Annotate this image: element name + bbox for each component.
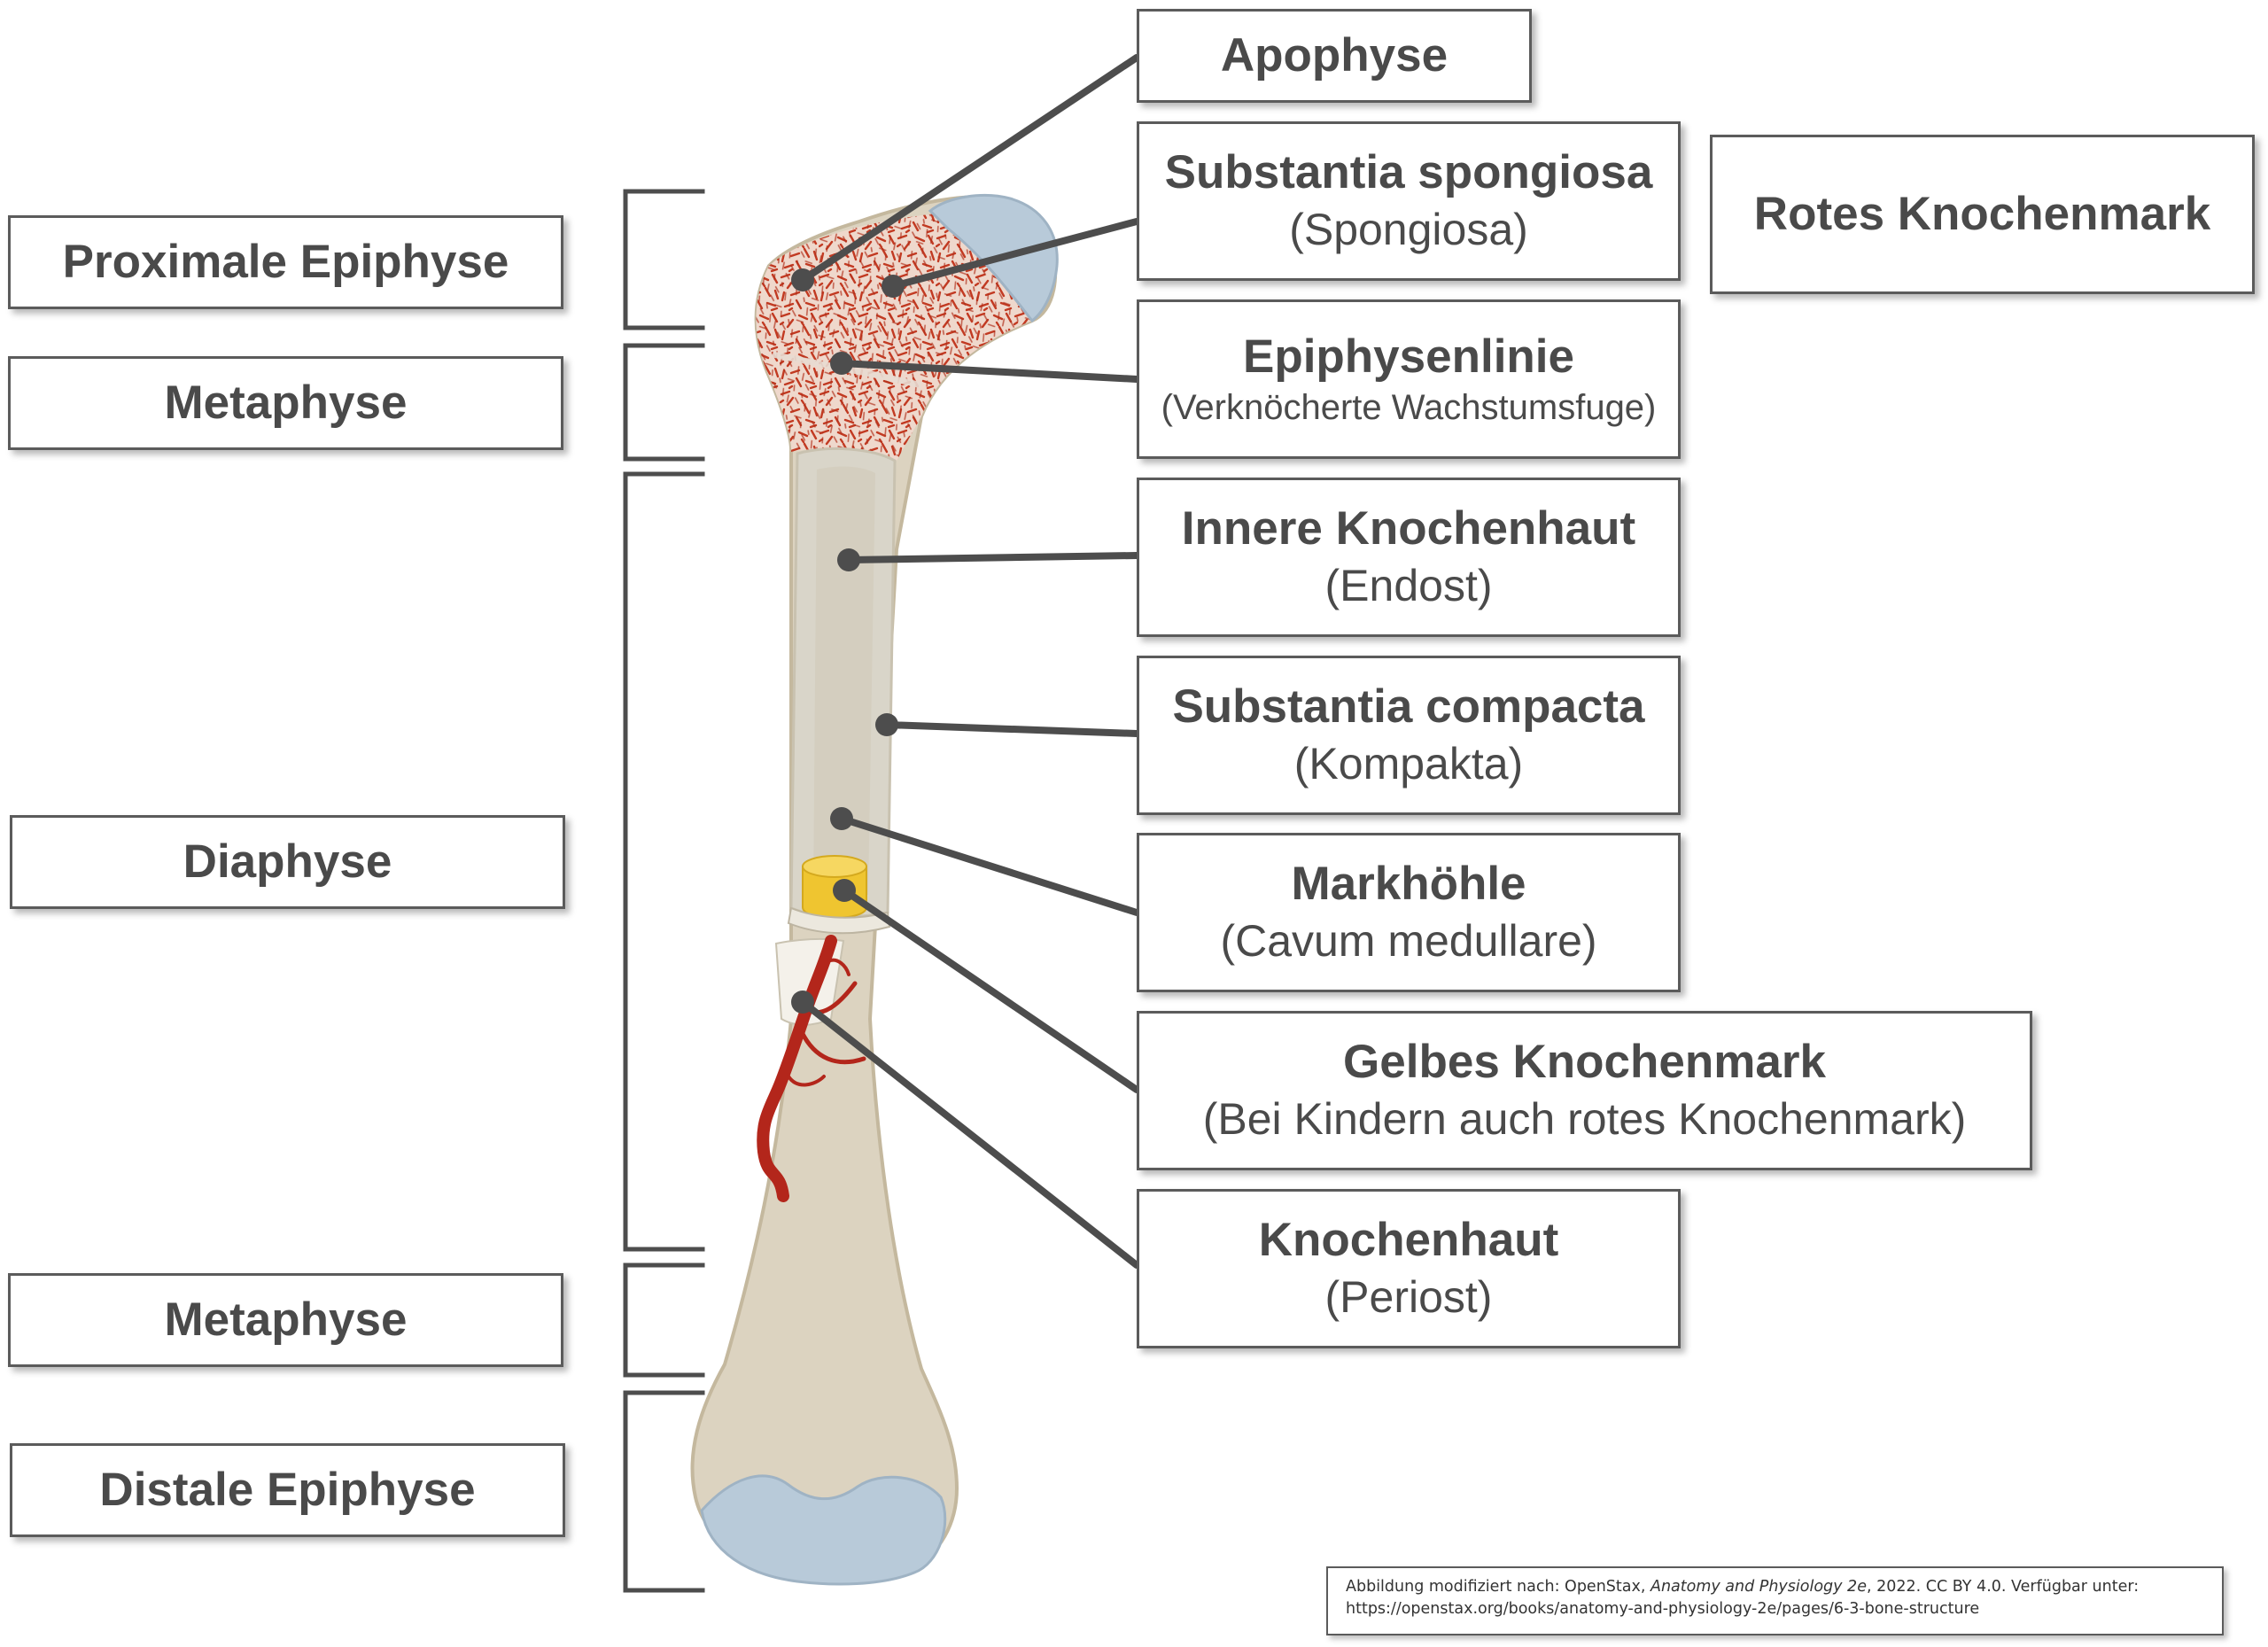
label-title: Knochenhaut bbox=[1258, 1214, 1559, 1267]
label-title: Rotes Knochenmark bbox=[1753, 187, 2211, 240]
region-label: Metaphyse bbox=[164, 1293, 408, 1346]
dot-epiphyseal-line bbox=[830, 352, 853, 375]
label-subtitle: (Endost) bbox=[1324, 561, 1493, 611]
label-title: Apophyse bbox=[1220, 28, 1449, 82]
region-metaphysis-upper: Metaphyse bbox=[8, 356, 563, 450]
dot-compacta bbox=[875, 713, 898, 736]
bracket-distal-epiphysis bbox=[623, 1390, 705, 1593]
label-title: Gelbes Knochenmark bbox=[1343, 1036, 1826, 1089]
label-subtitle: (Cavum medullare) bbox=[1220, 916, 1597, 967]
label-subtitle: (Verknöcherte Wachstumsfuge) bbox=[1161, 388, 1657, 428]
label-periosteum: Knochenhaut (Periost) bbox=[1137, 1189, 1681, 1348]
region-label: Metaphyse bbox=[164, 376, 408, 429]
label-compacta: Substantia compacta (Kompakta) bbox=[1137, 656, 1681, 815]
label-medullary-cavity: Markhöhle (Cavum medullare) bbox=[1137, 833, 1681, 992]
dot-endosteum bbox=[837, 548, 860, 571]
label-title: Innere Knochenhaut bbox=[1181, 502, 1636, 555]
label-red-marrow: Rotes Knochenmark bbox=[1710, 135, 2255, 294]
region-label: Diaphyse bbox=[183, 835, 392, 888]
region-label: Proximale Epiphyse bbox=[62, 235, 509, 288]
leader-endosteum bbox=[845, 552, 1140, 563]
leader-lines bbox=[799, 54, 1140, 1269]
dot-yellow-marrow bbox=[833, 879, 856, 902]
credit-book-title: Anatomy and Physiology 2e bbox=[1650, 1578, 1867, 1596]
artery-branch-2 bbox=[799, 1029, 866, 1065]
leader-medullary-cavity bbox=[838, 815, 1140, 916]
dot-periosteum bbox=[791, 991, 814, 1014]
label-title: Substantia compacta bbox=[1172, 680, 1645, 734]
region-proximal-epiphysis: Proximale Epiphyse bbox=[8, 215, 563, 309]
credit-url[interactable]: https://openstax.org/books/anatomy-and-p… bbox=[1346, 1600, 1980, 1618]
leader-spongiosa bbox=[889, 218, 1140, 290]
artery-main bbox=[757, 935, 837, 1202]
label-title: Markhöhle bbox=[1291, 858, 1526, 911]
dot-apophysis bbox=[791, 268, 814, 291]
bracket-diaphysis bbox=[623, 471, 705, 1252]
region-distal-epiphysis: Distale Epiphyse bbox=[10, 1443, 565, 1537]
distal-cartilage bbox=[700, 1474, 947, 1586]
label-subtitle: (Kompakta) bbox=[1293, 739, 1524, 789]
label-spongiosa: Substantia spongiosa (Spongiosa) bbox=[1137, 121, 1681, 281]
artery-branch-4 bbox=[787, 1075, 826, 1087]
label-title: Epiphysenlinie bbox=[1242, 330, 1575, 383]
credit-prefix: Abbildung modifiziert nach: OpenStax, bbox=[1346, 1578, 1651, 1596]
label-subtitle: (Periost) bbox=[1324, 1272, 1493, 1323]
label-epiphyseal-line: Epiphysenlinie (Verknöcherte Wachstumsfu… bbox=[1137, 299, 1681, 459]
leader-periosteum bbox=[799, 998, 1140, 1269]
leader-compacta bbox=[883, 721, 1140, 737]
label-title: Substantia spongiosa bbox=[1164, 146, 1653, 199]
yellow-marrow-top bbox=[802, 855, 867, 878]
spongy-bone-overlay bbox=[756, 208, 1032, 461]
bracket-metaphysis-lower bbox=[623, 1262, 705, 1378]
label-endosteum: Innere Knochenhaut (Endost) bbox=[1137, 478, 1681, 637]
figure-credit: Abbildung modifiziert nach: OpenStax, An… bbox=[1326, 1566, 2224, 1635]
label-apophysis: Apophyse bbox=[1137, 9, 1532, 103]
region-diaphysis: Diaphyse bbox=[10, 815, 565, 909]
shaft-cut-ring bbox=[787, 906, 891, 935]
label-subtitle: (Bei Kindern auch rotes Knochenmark) bbox=[1202, 1094, 1967, 1145]
label-yellow-marrow: Gelbes Knochenmark (Bei Kindern auch rot… bbox=[1137, 1011, 2032, 1170]
medullary-cavity-region bbox=[813, 466, 875, 899]
region-metaphysis-lower: Metaphyse bbox=[8, 1273, 563, 1367]
dot-spongiosa bbox=[882, 275, 905, 298]
credit-suffix: , 2022. CC BY 4.0. Verfügbar unter: bbox=[1866, 1578, 2140, 1596]
region-brackets bbox=[623, 189, 705, 1593]
bracket-proximal-epiphysis bbox=[623, 189, 705, 330]
region-label: Distale Epiphyse bbox=[99, 1463, 476, 1516]
artery-branch-3 bbox=[827, 958, 850, 976]
leader-epiphyseal-line bbox=[838, 360, 1140, 383]
leader-dots bbox=[791, 268, 905, 1014]
bracket-metaphysis-upper bbox=[623, 343, 705, 462]
dot-medullary-cavity bbox=[830, 807, 853, 830]
leader-yellow-marrow bbox=[841, 887, 1140, 1093]
label-subtitle: (Spongiosa) bbox=[1289, 205, 1528, 255]
leader-apophysis bbox=[799, 54, 1140, 284]
